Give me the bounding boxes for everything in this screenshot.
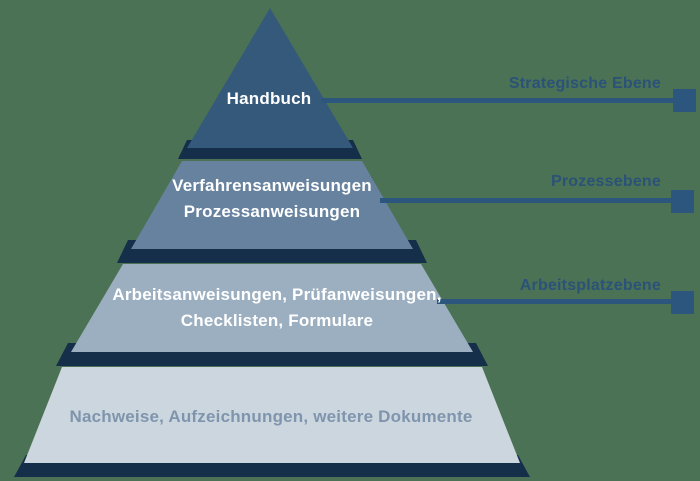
tier4-label: Nachweise, Aufzeichnungen, weitere Dokum… [69, 404, 472, 430]
tier4-shape [24, 367, 520, 463]
callout-label-strategische-ebene: Strategische Ebene [508, 75, 661, 92]
callout-square-1 [673, 89, 696, 112]
tier1-shape [187, 8, 353, 148]
tier2-label: Verfahrensanweisungen Prozessanweisungen [172, 173, 372, 225]
tier4-label-line1: Nachweise, Aufzeichnungen, weitere Dokum… [69, 407, 473, 426]
tier3-label-line2: Checklisten, Formulare [180, 311, 374, 330]
callout-label-prozessebene: Prozessebene [550, 173, 661, 190]
callout-label-arbeitsplatzebene: Arbeitsplatzebene [519, 277, 661, 294]
tier3-label: Arbeitsanweisungen, Prüfanweisungen, Che… [112, 282, 441, 334]
callout-line-2 [380, 198, 690, 203]
tier3-label-line1: Arbeitsanweisungen, Prüfanweisungen, [112, 285, 442, 304]
tier2-shape [131, 161, 413, 249]
callout-line-3 [437, 299, 690, 304]
tier2-label-line1: Verfahrensanweisungen [172, 176, 372, 195]
callout-line-1 [322, 98, 690, 103]
tier3-shape [71, 264, 473, 352]
callout-square-3 [671, 291, 694, 314]
callout-square-2 [671, 190, 694, 213]
tier1-label-line1: Handbuch [226, 89, 312, 108]
tier1-label: Handbuch [227, 86, 312, 112]
tier2-label-line2: Prozessanweisungen [183, 202, 361, 221]
